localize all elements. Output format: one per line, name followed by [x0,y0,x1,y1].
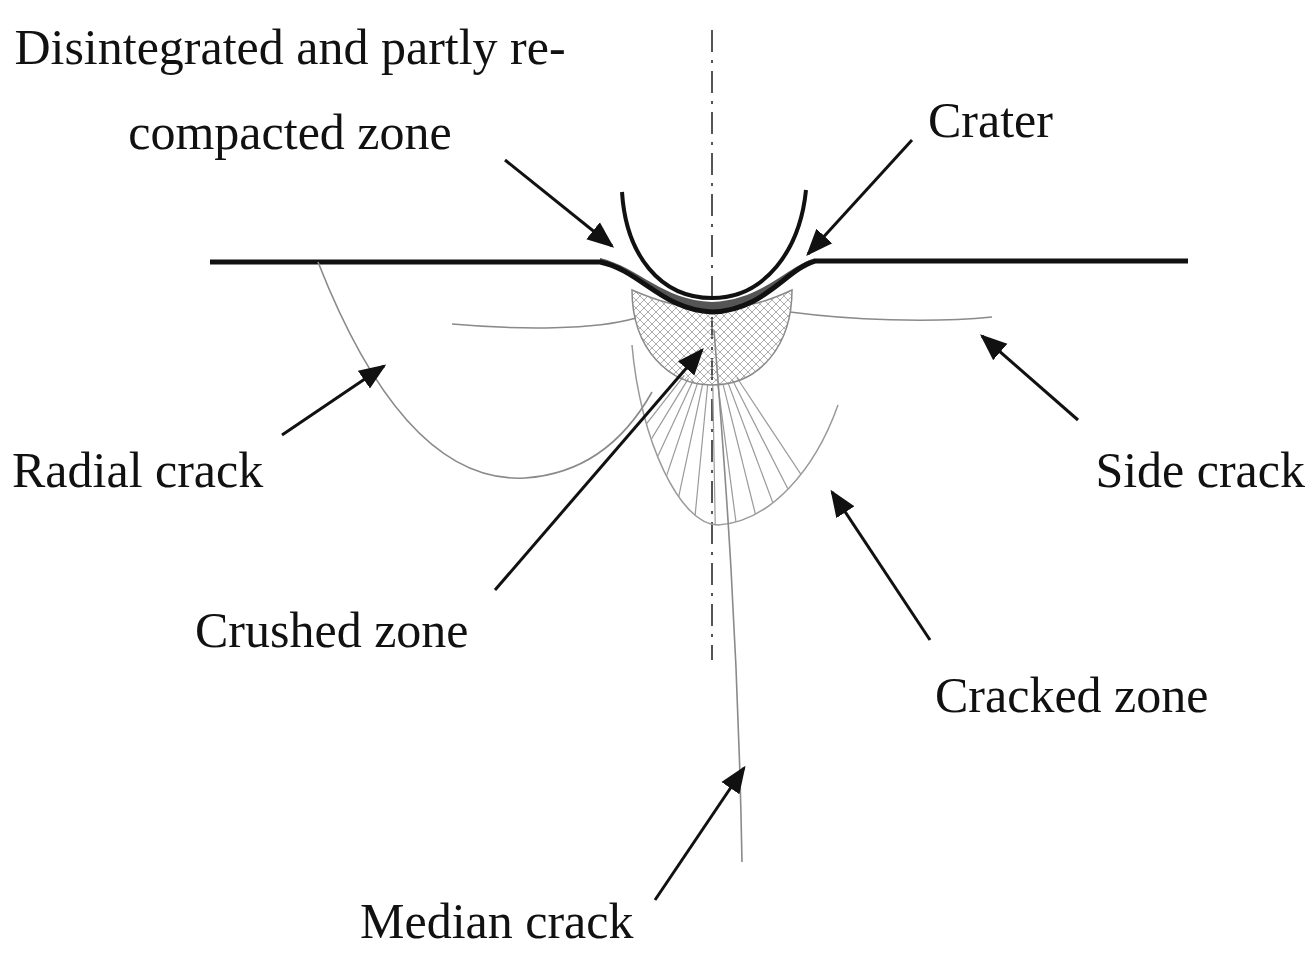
recompacted-zone [600,258,815,312]
median-crack [714,330,742,862]
crack-stroke [737,378,834,524]
crack-stroke [728,382,789,546]
crack-stroke [577,375,685,513]
crack-stroke [713,385,716,560]
part-label: Side crack [1095,442,1305,500]
part-label: Radial crack [12,442,263,500]
crack-stroke [732,380,811,536]
part-label: Crater [928,92,1053,150]
leader-lines [282,140,1078,900]
side-crack [452,318,636,328]
radial-crack [318,262,652,478]
crack-stroke [666,384,702,555]
part-label: Crushed zone [195,602,469,660]
part-label: Median crack [360,893,633,951]
surface-crater [210,261,1188,312]
part-label: Cracked zone [935,667,1208,725]
side-crack [790,312,992,320]
indenter [622,190,806,298]
cracked-zone-fan [577,375,834,560]
part-label: Disintegrated and partly re-compacted zo… [10,5,570,175]
crack-stroke [691,385,708,559]
